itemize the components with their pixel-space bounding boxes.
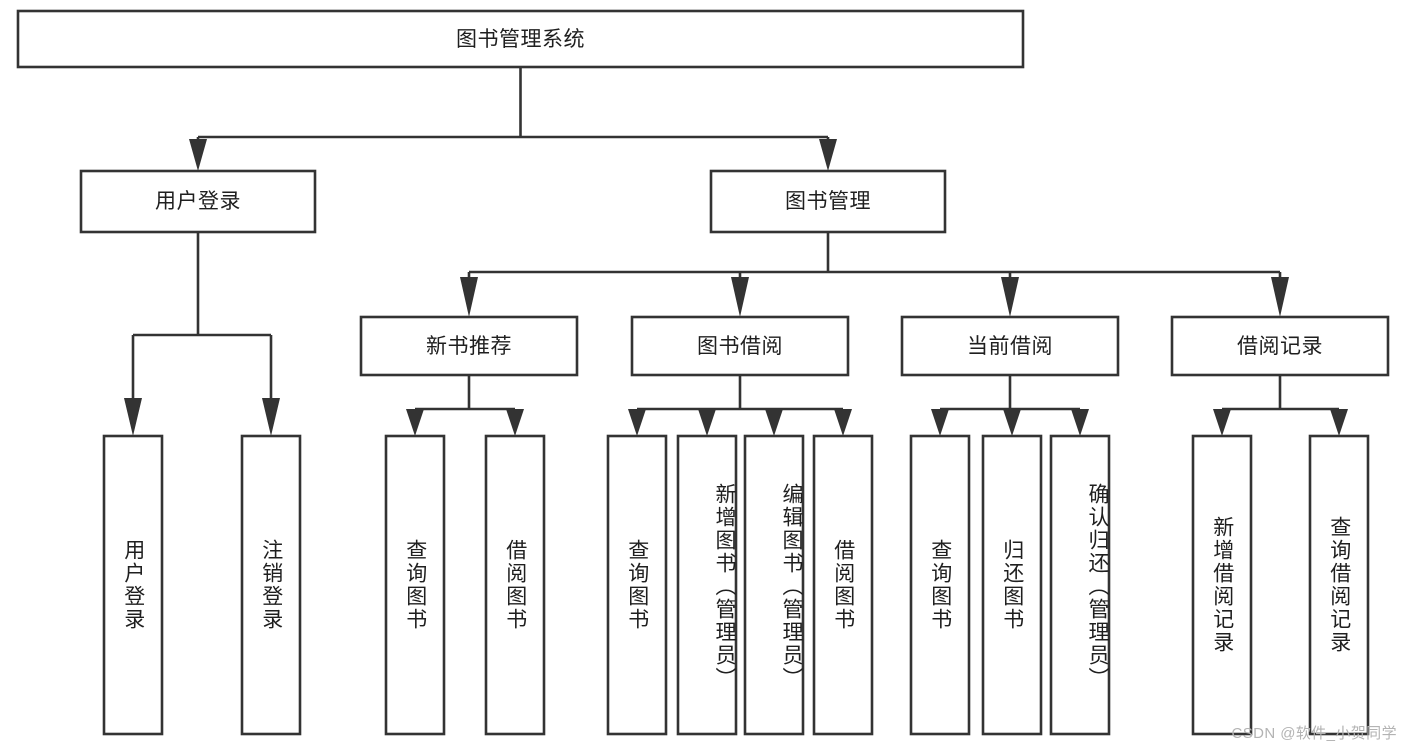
arrowhead-leaf-query-borrow-record (1330, 409, 1348, 436)
arrowhead-leaf-query-book-1 (406, 409, 424, 436)
node-leaf-add-book-admin[interactable] (676, 434, 738, 736)
node-leaf-add-borrow-record[interactable] (1191, 434, 1253, 736)
arrowhead-new-book-recommend (460, 277, 478, 317)
arrowhead-leaf-add-book-admin (698, 409, 716, 436)
node-leaf-borrow-book-2[interactable] (812, 434, 874, 736)
node-root[interactable] (16, 9, 1025, 69)
node-leaf-query-borrow-record[interactable] (1308, 434, 1370, 736)
arrowhead-leaf-confirm-return-admin (1071, 409, 1089, 436)
node-leaf-user-login[interactable] (102, 434, 164, 736)
node-leaf-query-book-2[interactable] (606, 434, 668, 736)
connector-group-root (189, 67, 837, 171)
connector-group-new-book-recommend (406, 375, 524, 436)
node-leaf-user-logout[interactable] (240, 434, 302, 736)
node-borrow-record[interactable] (1170, 315, 1390, 377)
node-leaf-edit-book-admin[interactable] (743, 434, 805, 736)
node-user-login[interactable] (79, 169, 317, 234)
node-leaf-return-book[interactable] (981, 434, 1043, 736)
arrowhead-leaf-edit-book-admin (765, 409, 783, 436)
arrowhead-leaf-borrow-book-1 (506, 409, 524, 436)
arrowhead-leaf-return-book (1003, 409, 1021, 436)
arrowhead-book-borrow (731, 277, 749, 317)
csdn-watermark: CSDN @软件_小贺同学 (1231, 725, 1397, 742)
node-leaf-borrow-book-1[interactable] (484, 434, 546, 736)
arrowhead-leaf-borrow-book-2 (834, 409, 852, 436)
connector-group-book-borrow (628, 375, 852, 436)
node-new-book-recommend[interactable] (359, 315, 579, 377)
arrowhead-leaf-query-book-2 (628, 409, 646, 436)
arrowhead-to-user-login (189, 139, 207, 171)
connector-group-borrow-record (1213, 375, 1348, 436)
arrowhead-leaf-add-borrow-record (1213, 409, 1231, 436)
node-leaf-query-book-3[interactable] (909, 434, 971, 736)
node-leaf-confirm-return-admin[interactable] (1049, 434, 1111, 736)
connector-group-user-login (124, 232, 280, 436)
connector-group-book-manage (460, 232, 1289, 317)
connector-group-current-borrow (931, 375, 1089, 436)
arrowhead-leaf-query-book-3 (931, 409, 949, 436)
arrowhead-current-borrow (1001, 277, 1019, 317)
node-book-manage[interactable] (709, 169, 947, 234)
node-current-borrow[interactable] (900, 315, 1120, 377)
arrowhead-to-book-manage (819, 139, 837, 171)
arrowhead-leaf-user-login (124, 398, 142, 436)
node-leaf-query-book-1[interactable] (384, 434, 446, 736)
arrowhead-borrow-record (1271, 277, 1289, 317)
arrowhead-leaf-user-logout (262, 398, 280, 436)
node-book-borrow[interactable] (630, 315, 850, 377)
